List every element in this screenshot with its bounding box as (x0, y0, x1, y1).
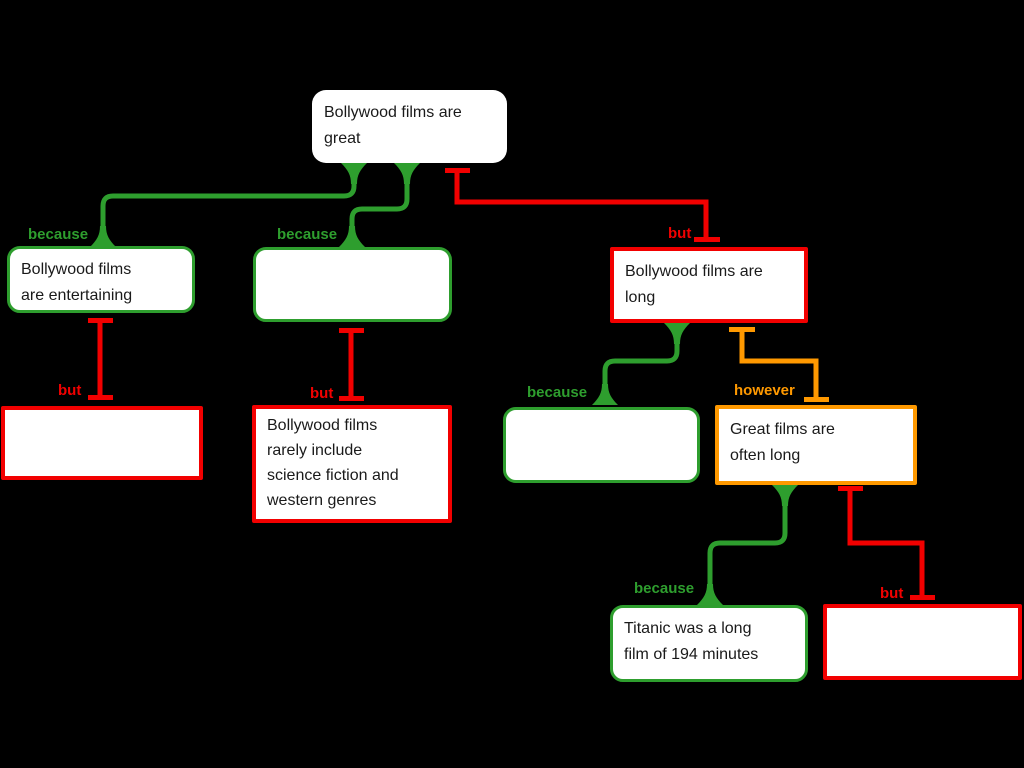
node-objection-empty-2[interactable] (823, 604, 1022, 680)
connector-label-because-1: because (28, 226, 89, 243)
node-support-empty-1[interactable] (253, 247, 452, 322)
connector-but-genres (339, 328, 364, 401)
connector-label-but-4: but (880, 585, 904, 602)
connector-label-but-1: but (668, 225, 692, 242)
connector-label-because-2: because (277, 226, 338, 243)
connector-label-because-4: because (634, 580, 695, 597)
connector-because-entertaining (90, 163, 367, 247)
connector-because-support-empty-1 (339, 163, 420, 247)
connector-label-however: however (734, 382, 795, 399)
connector-because-titanic (697, 485, 798, 605)
connector-but-objection-empty-1 (88, 318, 113, 400)
node-support-entertaining[interactable]: Bollywood films are entertaining (7, 246, 195, 313)
node-rebuttal-great-films[interactable]: Great films are often long (715, 405, 917, 485)
connector-because-support-empty-2 (592, 323, 690, 405)
connector-label-but-3: but (310, 385, 334, 402)
node-objection-films-long[interactable]: Bollywood films are long (610, 247, 808, 323)
connector-but-films-long (445, 168, 720, 242)
connector-but-objection-empty-2 (838, 486, 935, 600)
node-main-claim[interactable]: Bollywood films are great (312, 90, 507, 163)
node-objection-genres[interactable]: Bollywood films rarely include science f… (252, 405, 452, 523)
node-support-empty-2[interactable] (503, 407, 700, 483)
node-support-titanic[interactable]: Titanic was a long film of 194 minutes (610, 605, 808, 682)
connector-however-great-films (729, 327, 829, 402)
node-objection-empty-1[interactable] (1, 406, 203, 480)
connector-label-but-2: but (58, 382, 82, 399)
connector-label-because-3: because (527, 384, 588, 401)
